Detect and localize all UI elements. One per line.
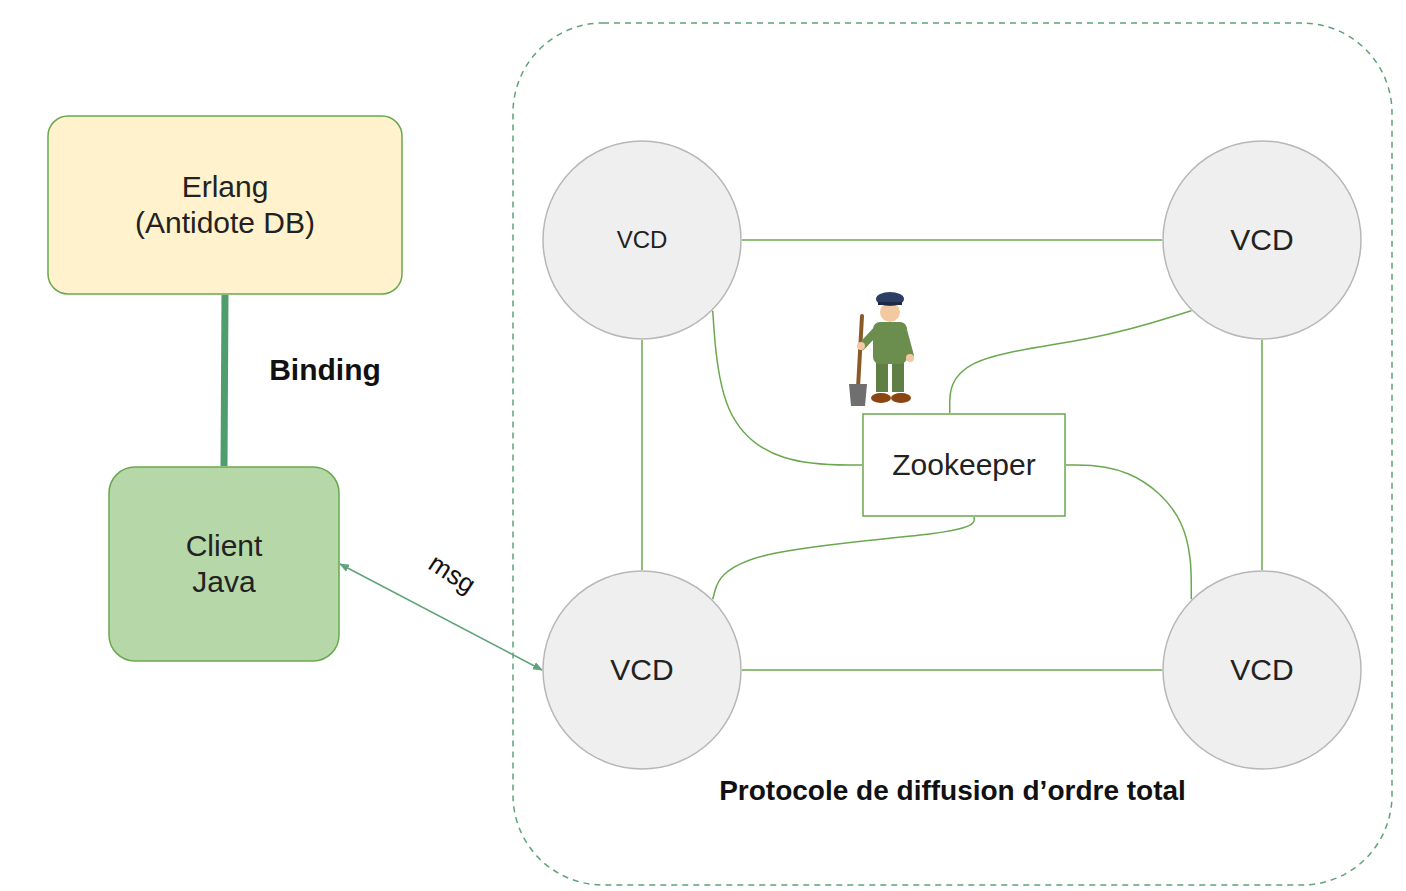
edge-label-holder: msg (420, 546, 483, 602)
server-circle: VCD (1162, 570, 1362, 770)
server-circle: VCD (542, 140, 742, 340)
coordination-link (713, 311, 862, 465)
text-holder: VCD (542, 140, 742, 340)
server-circle: VCD (1162, 140, 1362, 340)
binding-link (224, 295, 225, 466)
node-label: Zookeeper (892, 447, 1035, 483)
peer-link (1261, 340, 1263, 570)
coordination-link (950, 311, 1192, 413)
edge-label: msg (420, 546, 483, 602)
text-holder: Erlang (Antidote DB) (47, 115, 403, 295)
box-outline (47, 115, 403, 295)
database-box: Erlang (Antidote DB) (47, 115, 403, 295)
text-holder: VCD (542, 570, 742, 770)
node-label: VCD (1230, 222, 1293, 258)
text-holder: Protocole de diffusion d’ordre total (512, 774, 1393, 808)
circle-outline (1162, 570, 1362, 770)
text-holder: VCD (1162, 140, 1362, 340)
peer-link (742, 669, 1162, 671)
node-label: VCD (610, 652, 673, 688)
broadcast-region: VCDVCDZookeeperVCDVCDProtocole de diffus… (512, 22, 1393, 886)
edge-label-holder: Binding (266, 352, 384, 388)
text-holder: VCD (1162, 570, 1362, 770)
box-outline (108, 466, 340, 662)
zookeeper-figure (849, 292, 914, 406)
node-label: Erlang (Antidote DB) (118, 169, 333, 241)
peer-link (742, 239, 1162, 241)
coordinator-box: Zookeeper (862, 413, 1066, 517)
coordination-link (713, 517, 974, 599)
client-box: Client Java (108, 466, 340, 662)
text-holder: Client Java (108, 466, 340, 662)
circle-outline (542, 140, 742, 340)
box-outline (862, 413, 1066, 517)
dashed-outline (512, 22, 1393, 886)
edge-label: Binding (266, 352, 384, 388)
server-circle: VCD (542, 570, 742, 770)
peer-link (641, 340, 643, 570)
text-holder: Zookeeper (862, 413, 1066, 517)
coordination-link (1066, 465, 1191, 599)
node-label: Client Java (159, 528, 289, 600)
node-label: VCD (617, 226, 668, 255)
region-title: Protocole de diffusion d’ordre total (719, 774, 1186, 808)
node-label: VCD (1230, 652, 1293, 688)
circle-outline (1162, 140, 1362, 340)
circle-outline (542, 570, 742, 770)
